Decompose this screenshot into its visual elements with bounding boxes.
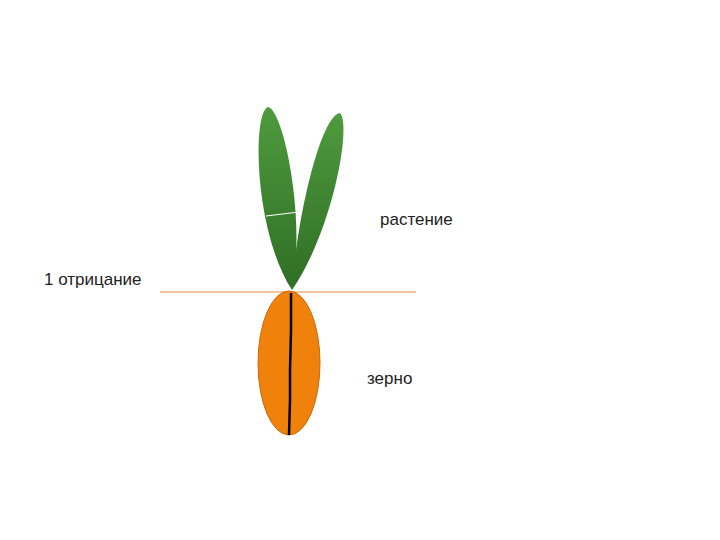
- grain-groove: [289, 293, 291, 435]
- negation-label: 1 отрицание: [44, 270, 142, 290]
- leaf-left: [259, 107, 297, 290]
- plant-label: растение: [380, 210, 453, 230]
- grain-shape: [258, 291, 320, 435]
- leaf-mark: [266, 212, 299, 216]
- leaf-right: [292, 113, 343, 290]
- grain-label: зерно: [367, 369, 412, 389]
